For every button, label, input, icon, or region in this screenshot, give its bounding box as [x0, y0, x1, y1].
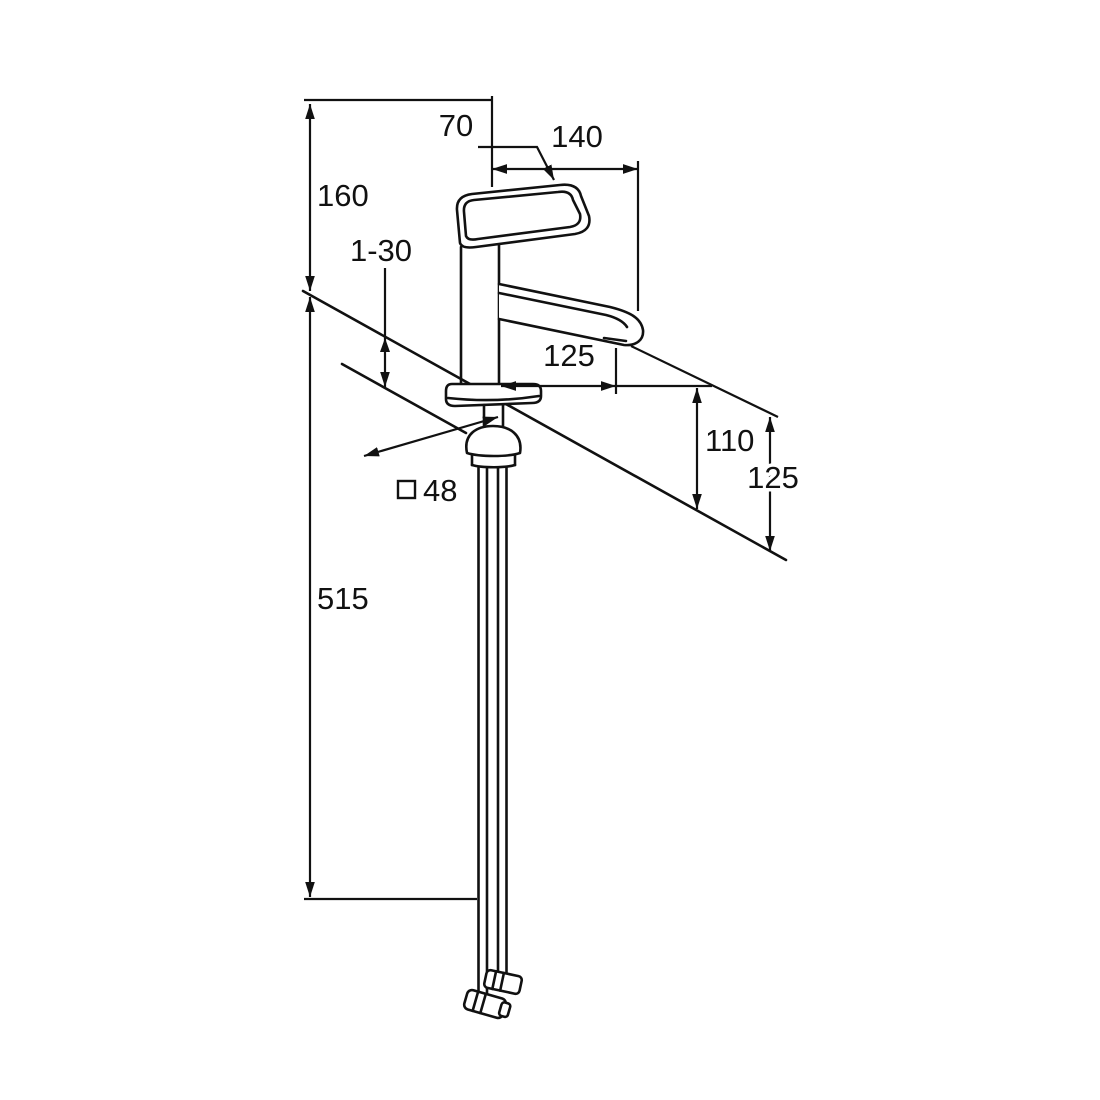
- supply-hose-right: [496, 466, 508, 978]
- dim-label-160: 160: [317, 178, 369, 213]
- counter-top-line: [301, 289, 788, 562]
- dim-label-125-right: 125: [747, 460, 799, 495]
- up-arrowhead: [380, 338, 390, 352]
- dim-label-70: 70: [439, 108, 473, 143]
- dimension-160: 160: [304, 98, 492, 291]
- supply-hose-left: [477, 466, 489, 996]
- dimension-140: 140: [492, 116, 640, 311]
- dim-label-110: 110: [705, 423, 754, 458]
- hose-connector-right: [482, 968, 524, 996]
- faucet: [444, 183, 645, 1020]
- faucet-body: [459, 232, 501, 386]
- spout: [497, 282, 645, 347]
- dim-label-125-spout: 125: [543, 338, 595, 373]
- dimension-125-spout: 125: [501, 335, 712, 394]
- spout-top-edge: [497, 291, 629, 329]
- base-plate: [444, 382, 543, 408]
- dim-label-1-30: 1-30: [350, 233, 412, 268]
- dim-label-515: 515: [317, 581, 369, 616]
- dimension-110: 110: [692, 388, 758, 509]
- square-symbol-icon: [396, 479, 417, 500]
- dimension-1-30: 1-30: [346, 230, 416, 387]
- mounting-nut: [465, 403, 522, 469]
- dim-label-48: 48: [423, 473, 457, 508]
- hose-connector-left: [462, 988, 512, 1020]
- aerator-line: [602, 336, 628, 343]
- dim-label-140: 140: [551, 119, 603, 154]
- dimension-125-right: 125: [630, 345, 802, 551]
- lever-handle: [455, 183, 591, 249]
- dimension-515: 515: [304, 297, 477, 901]
- dimension-70: 70: [435, 96, 555, 187]
- dimension-48: 48: [363, 415, 499, 512]
